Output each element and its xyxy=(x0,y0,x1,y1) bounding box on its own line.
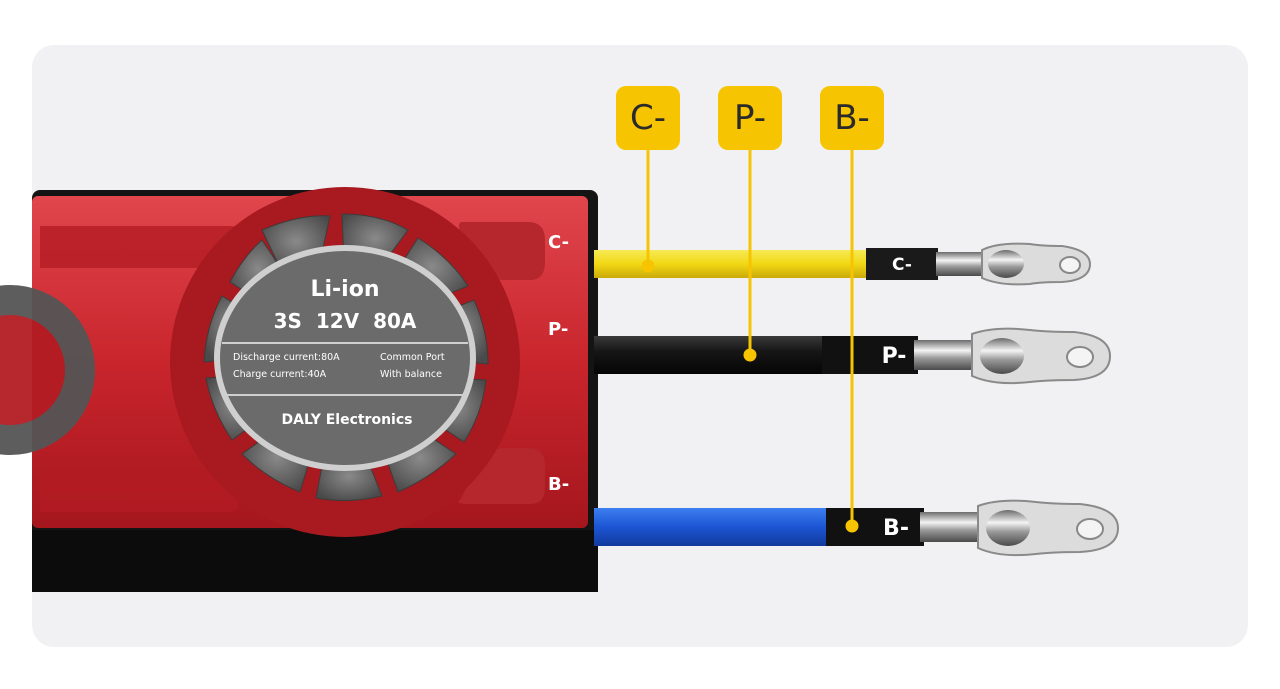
leader-dot-b xyxy=(845,519,859,533)
discharge-current-label: Discharge current:80A xyxy=(233,352,340,363)
chemistry-label: Li-ion xyxy=(310,277,379,302)
wire-c: C- xyxy=(594,242,1092,286)
board-label-b: B- xyxy=(548,474,569,495)
charge-current-label: Charge current:40A xyxy=(233,369,327,380)
sleeve-label-b: B- xyxy=(883,516,909,541)
fan-graphic: Li-ion 3S 12V 80A Discharge current:80A … xyxy=(170,187,520,537)
sleeve-label-p: P- xyxy=(882,344,907,369)
common-port-label: Common Port xyxy=(380,352,445,363)
wire-b: B- xyxy=(594,499,1120,557)
callout-b: B- xyxy=(820,86,884,150)
leader-dot-p xyxy=(743,348,757,362)
board-label-c: C- xyxy=(548,232,569,253)
balance-label: With balance xyxy=(380,369,442,380)
wire-p: P- xyxy=(594,327,1112,385)
callout-c: C- xyxy=(616,86,680,150)
leader-dot-c xyxy=(641,259,655,273)
spec-label: 3S 12V 80A xyxy=(274,309,417,333)
callout-leaders xyxy=(641,148,859,533)
bms-case: Li-ion 3S 12V 80A Discharge current:80A … xyxy=(0,187,598,592)
sleeve-label-c: C- xyxy=(892,255,912,275)
brand-label: DALY Electronics xyxy=(282,412,413,428)
board-label-p: P- xyxy=(548,319,568,340)
callout-p: P- xyxy=(718,86,782,150)
